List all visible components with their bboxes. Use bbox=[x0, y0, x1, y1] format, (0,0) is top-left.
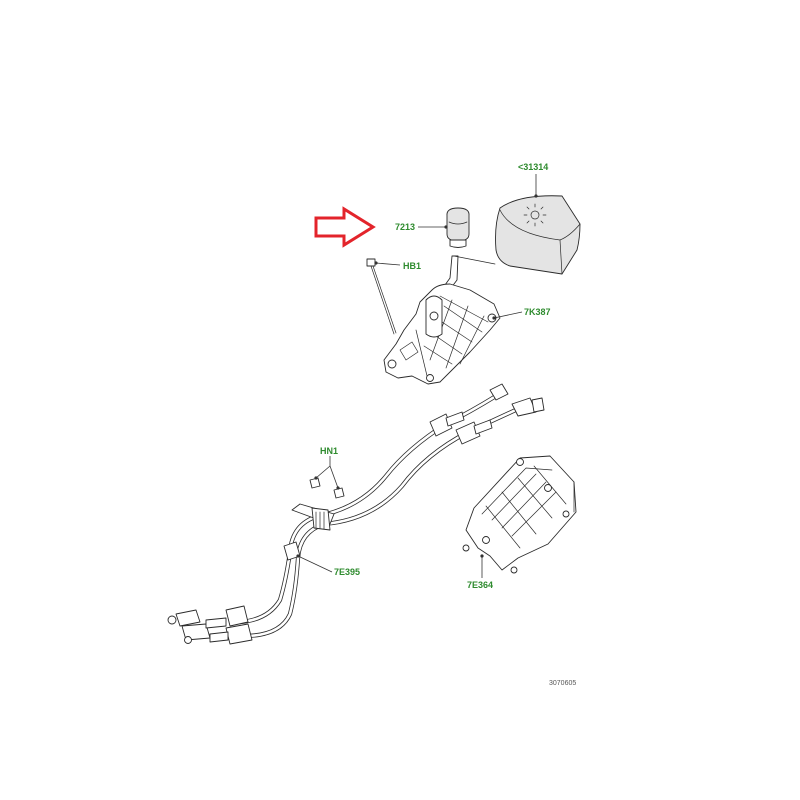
shifter-housing[interactable] bbox=[383, 255, 501, 385]
callout-shifter-housing: 7K387 bbox=[524, 307, 551, 317]
shifter-bracket[interactable] bbox=[462, 455, 577, 574]
selector-cable-assembly[interactable] bbox=[167, 383, 545, 645]
reference-number: 3070605 bbox=[549, 680, 576, 687]
callout-cable-assembly: 7E395 bbox=[334, 567, 360, 577]
nuts[interactable] bbox=[309, 477, 345, 499]
callout-knob: 7213 bbox=[395, 222, 415, 232]
highlight-arrow bbox=[314, 206, 376, 248]
sun-icon bbox=[523, 203, 547, 227]
leader-lines bbox=[296, 174, 538, 578]
shift-boot-cover[interactable] bbox=[495, 195, 581, 275]
bolt[interactable] bbox=[366, 258, 397, 335]
callout-bolt: HB1 bbox=[403, 261, 421, 271]
callout-knob-cover: <31314 bbox=[518, 162, 548, 172]
gear-knob[interactable] bbox=[446, 207, 470, 248]
callout-bracket: 7E364 bbox=[467, 580, 493, 590]
callout-nuts: HN1 bbox=[320, 446, 338, 456]
